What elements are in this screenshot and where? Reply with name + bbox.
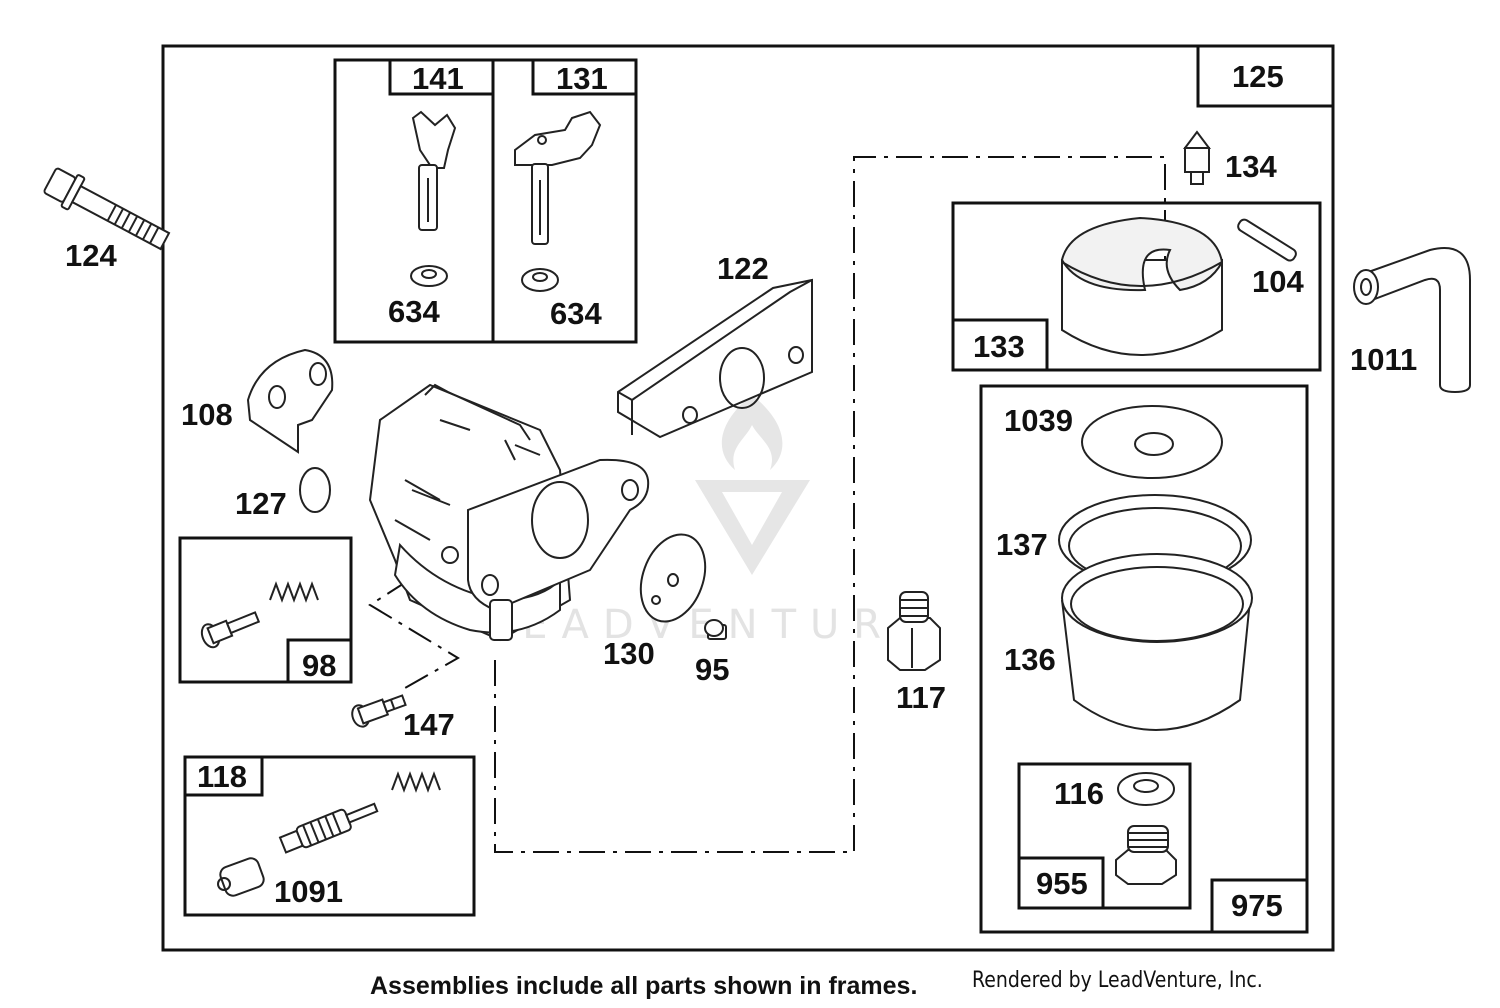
callout-134: 134 xyxy=(1225,149,1277,184)
callout-955: 955 xyxy=(1036,866,1088,901)
callout-130: 130 xyxy=(603,636,655,671)
leadventure-watermark: LEADVENTURE xyxy=(486,395,920,648)
throttle-plate-130-icon xyxy=(639,533,707,623)
carburetor-body-icon xyxy=(368,383,650,642)
callout-634-b: 634 xyxy=(550,296,602,331)
rendered-by-credit: Rendered by LeadVenture, Inc. xyxy=(972,968,1263,993)
bowl-bolt-955-icon xyxy=(1115,825,1177,885)
callout-125: 125 xyxy=(1232,59,1284,94)
callout-133: 133 xyxy=(973,329,1025,364)
choke-plate-108-icon xyxy=(246,348,334,454)
screw-95-icon xyxy=(704,619,727,640)
watermark-v-icon xyxy=(695,480,810,575)
idle-screw-98-icon xyxy=(200,581,319,649)
fuel-hose-1011-icon xyxy=(1353,247,1471,394)
callout-108: 108 xyxy=(181,397,233,432)
callout-122: 122 xyxy=(717,251,769,286)
leader-line-main xyxy=(494,156,1166,853)
float-needle-134-icon xyxy=(1183,130,1211,185)
frame-133 xyxy=(951,201,1322,372)
choke-shaft-141-icon xyxy=(410,110,457,287)
callout-118: 118 xyxy=(197,759,247,794)
callout-127: 127 xyxy=(235,486,287,521)
callout-124: 124 xyxy=(65,238,117,273)
float-pin-104-icon xyxy=(1237,218,1297,262)
frame-125-tab xyxy=(1196,44,1335,108)
screw-147-icon xyxy=(351,694,407,728)
frame-131-tab xyxy=(531,58,638,96)
callout-117: 117 xyxy=(896,680,946,715)
main-jet-1091-icon xyxy=(217,771,441,897)
frame-975-tab xyxy=(1210,878,1309,934)
frame-118-tab xyxy=(183,755,264,797)
float-133-icon xyxy=(1060,216,1224,356)
frame-98 xyxy=(178,536,353,684)
float-bowl-136-icon xyxy=(1061,553,1253,731)
throttle-shaft-131-icon xyxy=(514,110,602,292)
washer-116-icon xyxy=(1117,772,1175,806)
frame-133-tab xyxy=(951,318,1049,372)
callout-137: 137 xyxy=(996,527,1048,562)
frame-975 xyxy=(979,384,1309,934)
callout-634-a: 634 xyxy=(388,294,440,329)
bowl-gasket-1039-icon xyxy=(1081,405,1223,479)
callout-975: 975 xyxy=(1231,888,1283,923)
watermark-flame-icon xyxy=(721,395,783,470)
callout-98: 98 xyxy=(302,648,336,683)
callout-147: 147 xyxy=(403,707,455,742)
outer-frame xyxy=(161,44,1335,952)
frame-118 xyxy=(183,755,476,917)
insulator-122-icon xyxy=(617,278,813,439)
callout-136: 136 xyxy=(1004,642,1056,677)
assemblies-note: Assemblies include all parts shown in fr… xyxy=(370,972,918,1000)
callout-1091: 1091 xyxy=(274,874,343,909)
callout-116: 116 xyxy=(1054,776,1104,811)
frame-98-tab xyxy=(286,638,353,684)
callout-131: 131 xyxy=(556,61,608,96)
callout-1039: 1039 xyxy=(1004,403,1073,438)
jet-117-icon xyxy=(887,591,941,671)
callout-95: 95 xyxy=(695,652,729,687)
bolt-124-icon xyxy=(43,167,171,251)
callout-1011: 1011 xyxy=(1350,342,1417,377)
welch-plug-127-icon xyxy=(299,467,331,513)
callout-141: 141 xyxy=(412,61,464,96)
frame-955-tab xyxy=(1017,856,1105,910)
callout-104: 104 xyxy=(1252,264,1304,299)
